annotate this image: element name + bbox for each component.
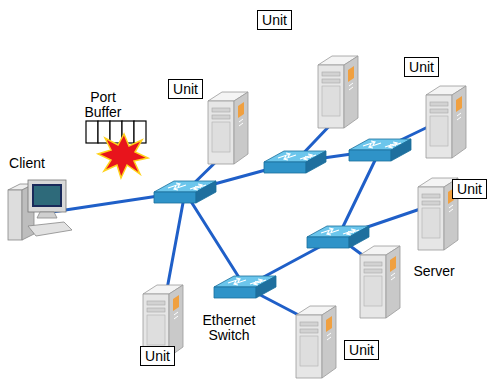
unit-label: Unit [262,12,287,28]
ethernet-switch [154,181,216,203]
server-icon [318,56,358,128]
client-pc [8,180,72,240]
server-icon [208,92,248,164]
server-icon [296,306,336,378]
port-buffer [86,121,146,143]
server-icon [360,246,400,318]
unit-label: Unit [173,81,198,97]
unit-label: Unit [145,348,170,364]
unit-label: Unit [349,342,374,358]
unit-label-box: Unit [168,79,203,99]
ethernet-switch [214,276,276,298]
unit-label-box: Unit [140,346,175,366]
client-label: Client [2,156,52,171]
buffer-label: Port Buffer [78,90,128,120]
ethernet-switch [349,139,411,161]
ethernet-switch [307,226,369,248]
unit-label-box: Unit [404,57,439,77]
overflow-burst [98,134,148,178]
unit-label-box: Unit [257,10,292,30]
unit-label-box: Unit [344,340,379,360]
server-icon [426,86,466,158]
unit-label: Unit [457,181,482,197]
ethernet-switch [264,151,326,173]
unit-label-box: Unit [452,179,487,199]
switch-label: Ethernet Switch [194,313,264,343]
unit-label: Unit [409,59,434,75]
server-label: Server [404,264,464,279]
